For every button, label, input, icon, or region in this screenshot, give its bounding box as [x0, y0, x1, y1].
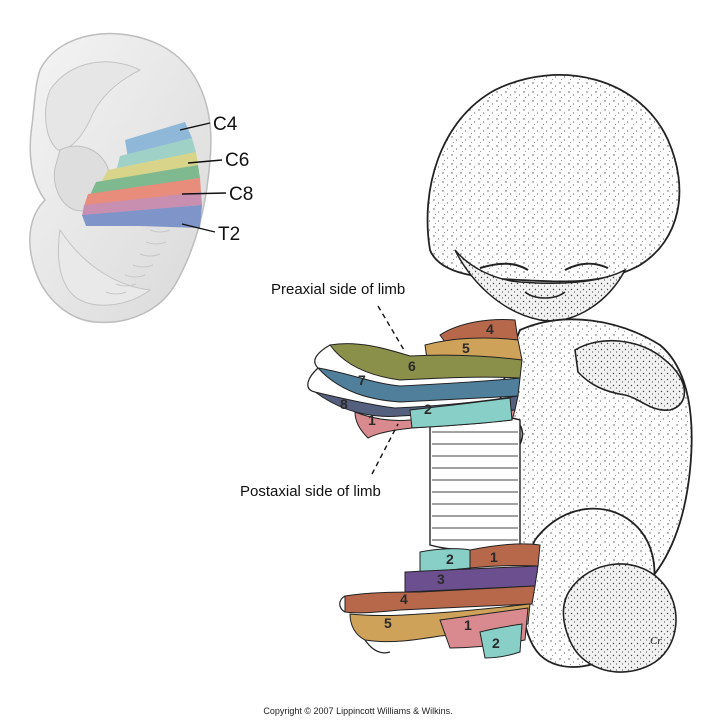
label-postaxial: Postaxial side of limb [240, 483, 381, 500]
band-c7 [90, 165, 200, 195]
lower-num-4: 4 [400, 591, 408, 607]
upper-limb: 4 5 6 7 8 1 2 [307, 319, 523, 439]
lower-num-2-top: 2 [446, 551, 454, 567]
fetus-mouth [524, 291, 566, 299]
band-t2 [82, 205, 202, 228]
upper-num-7: 7 [358, 372, 366, 388]
label-c8: C8 [229, 184, 253, 205]
band-c8 [84, 178, 201, 206]
lower-seg-2-top [419, 548, 471, 573]
embryo-dermatome-bands [82, 122, 202, 228]
lower-num-3: 3 [437, 571, 445, 587]
artist-signature: Cr [650, 635, 662, 647]
embryo-somites [105, 229, 171, 295]
band-t1 [82, 192, 202, 216]
fetus-face [454, 249, 627, 322]
upper-num-2: 2 [424, 401, 432, 417]
label-t2: T2 [218, 224, 240, 245]
upper-num-5: 5 [462, 340, 470, 356]
upper-seg-2 [409, 397, 513, 429]
preaxial-leader [377, 305, 405, 351]
embryo-leader-lines [179, 122, 227, 233]
postaxial-leader [371, 423, 399, 475]
fetus-head [426, 74, 681, 283]
trunk-stripes [429, 415, 521, 551]
band-c5 [116, 138, 196, 172]
fetus-eye-right [564, 262, 609, 271]
upper-num-6: 6 [408, 358, 416, 374]
label-c4: C4 [213, 114, 238, 135]
fetus-eye-left [479, 262, 529, 271]
upper-seg-6 [329, 343, 523, 381]
band-c6 [100, 152, 198, 184]
label-c6: C6 [225, 150, 249, 171]
upper-num-8: 8 [340, 396, 348, 412]
band-c4 [125, 122, 192, 158]
lower-seg-2-bottom [479, 623, 523, 659]
lower-num-1-bottom: 1 [464, 617, 472, 633]
fetus-foot [562, 563, 677, 673]
lower-num-2-bottom: 2 [492, 635, 500, 651]
embryo-illustration: C4 C6 C8 T2 [29, 32, 253, 324]
fetus-hand [574, 339, 686, 411]
embryo-head-fold [45, 61, 142, 151]
lower-num-5: 5 [384, 615, 392, 631]
lower-limb: 1 2 3 4 5 1 2 [339, 543, 541, 659]
lower-num-1-top: 1 [490, 549, 498, 565]
copyright-notice: Copyright © 2007 Lippincott Williams & W… [263, 706, 453, 716]
fetus-illustration: Cr 4 5 6 7 8 1 2 [240, 74, 693, 673]
upper-num-4: 4 [486, 321, 494, 337]
upper-seg-7 [316, 367, 521, 403]
lower-seg-4 [344, 585, 536, 614]
label-preaxial: Preaxial side of limb [271, 281, 405, 298]
upper-num-1: 1 [368, 412, 376, 428]
